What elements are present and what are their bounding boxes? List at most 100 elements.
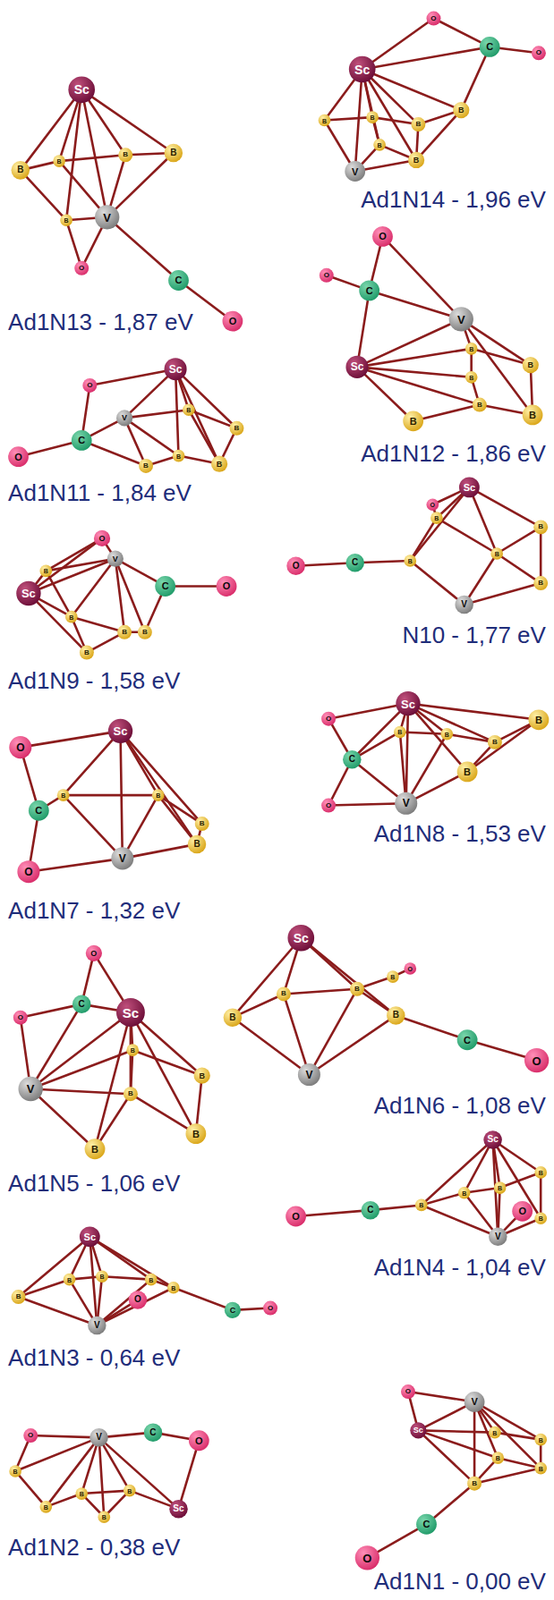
atom-label: B	[377, 141, 383, 148]
atom-label: B	[434, 515, 439, 522]
atom-label: Sc	[169, 364, 183, 376]
atom-sphere	[97, 1511, 111, 1525]
isomer-caption: N10 - 1,77 eV	[401, 623, 546, 648]
atom-sphere	[85, 1139, 106, 1160]
atom-label: Sc	[354, 63, 370, 77]
bond-line	[96, 1288, 173, 1327]
atom-label: Sc	[293, 932, 309, 946]
bond-line	[539, 527, 543, 584]
atom-label: V	[402, 798, 410, 810]
bond-line	[494, 1433, 541, 1441]
bond-line	[15, 1472, 46, 1509]
atom-label: O	[90, 949, 97, 958]
atom-label: O	[267, 1305, 273, 1313]
atom-label: Sc	[113, 725, 128, 738]
bond-line	[324, 117, 374, 120]
atom-sphere	[79, 1227, 101, 1248]
atom-sphere	[169, 1500, 188, 1520]
atom-sphere	[459, 477, 480, 499]
atom-sphere	[28, 801, 50, 822]
atom-sphere	[426, 11, 442, 26]
atom-label: B	[127, 1488, 132, 1495]
atom-sphere	[116, 409, 133, 427]
atom-label: B	[99, 1274, 104, 1281]
bond-line	[460, 46, 490, 111]
atom-label: O	[24, 867, 33, 878]
atom-sphere	[89, 1429, 109, 1449]
atom-sphere	[319, 268, 334, 283]
atom-label: B	[57, 158, 62, 165]
bond-line	[30, 1089, 95, 1150]
atom-label: V	[121, 414, 128, 423]
atom-label: B	[538, 1437, 544, 1444]
bond-line	[107, 217, 179, 282]
atom-sphere	[194, 1068, 211, 1085]
bond-line	[283, 989, 358, 996]
atom-sphere	[65, 611, 78, 624]
atom-label: O	[222, 581, 231, 592]
atom-sphere	[216, 576, 238, 597]
bond-line	[408, 704, 539, 721]
atom-sphere	[8, 446, 29, 468]
atom-sphere	[524, 1048, 549, 1074]
bond-line	[175, 369, 237, 429]
atom-sphere	[533, 519, 548, 535]
atom-sphere	[39, 565, 52, 579]
bond-line	[30, 1005, 82, 1091]
isomer-caption: Ad1N9 - 1,58 eV	[8, 669, 180, 693]
atom-sphere	[402, 410, 424, 432]
bond-line	[328, 803, 407, 806]
isomer-caption: Ad1N3 - 0,64 eV	[8, 1346, 180, 1371]
atom-label: O	[14, 451, 23, 462]
isomer-caption: Ad1N11 - 1,84 eV	[8, 481, 192, 505]
atom-sphere	[85, 946, 103, 963]
bond-line	[400, 732, 447, 734]
bond-line	[30, 1050, 133, 1090]
bond-line	[59, 154, 126, 162]
atom-sphere	[8, 1465, 22, 1479]
atom-sphere	[63, 1274, 77, 1287]
atom-sphere	[408, 152, 425, 169]
bond-line	[66, 89, 82, 221]
atom-label: B	[229, 1014, 236, 1023]
atom-sphere	[415, 1200, 428, 1213]
atom-label: O	[408, 965, 413, 972]
atom-label: B	[91, 1144, 99, 1155]
atom-sphere	[13, 1011, 28, 1026]
atom-label: C	[77, 435, 86, 446]
bond-line	[124, 417, 179, 456]
atom-sphere	[342, 750, 362, 770]
atom-label: B	[390, 974, 395, 981]
atom-sphere	[164, 144, 184, 163]
atom-sphere	[426, 498, 440, 512]
atom-label: Sc	[400, 698, 416, 710]
bond-line	[122, 844, 197, 860]
atom-sphere	[187, 835, 207, 855]
atom-label: O	[325, 715, 332, 724]
atom-label: B	[492, 1430, 497, 1437]
atom-label: V	[102, 211, 111, 223]
bond-line	[18, 1237, 91, 1298]
isomer-caption: Ad1N13 - 1,87 eV	[8, 310, 194, 334]
bond-line	[500, 1173, 542, 1189]
atom-sphere	[126, 1044, 139, 1057]
bond-line	[130, 1013, 203, 1077]
bond-line	[81, 89, 107, 217]
atom-label: B	[143, 462, 149, 470]
atom-sphere	[298, 1064, 321, 1087]
atom-sphere	[534, 1212, 547, 1226]
atom-label: V	[95, 1433, 103, 1443]
atom-label: C	[34, 806, 43, 817]
atom-sphere	[372, 226, 393, 248]
atom-label: B	[444, 731, 450, 738]
atom-sphere	[16, 581, 41, 606]
bond-line	[357, 349, 472, 368]
atom-label: Sc	[21, 588, 36, 600]
atom-label: C	[149, 1429, 156, 1439]
atom-label: B	[121, 629, 128, 637]
atom-sphere	[534, 1167, 547, 1180]
atom-sphere	[118, 147, 133, 162]
atom-label: C	[485, 42, 494, 52]
atom-label: B	[537, 579, 544, 588]
atom-label: V	[119, 853, 127, 865]
